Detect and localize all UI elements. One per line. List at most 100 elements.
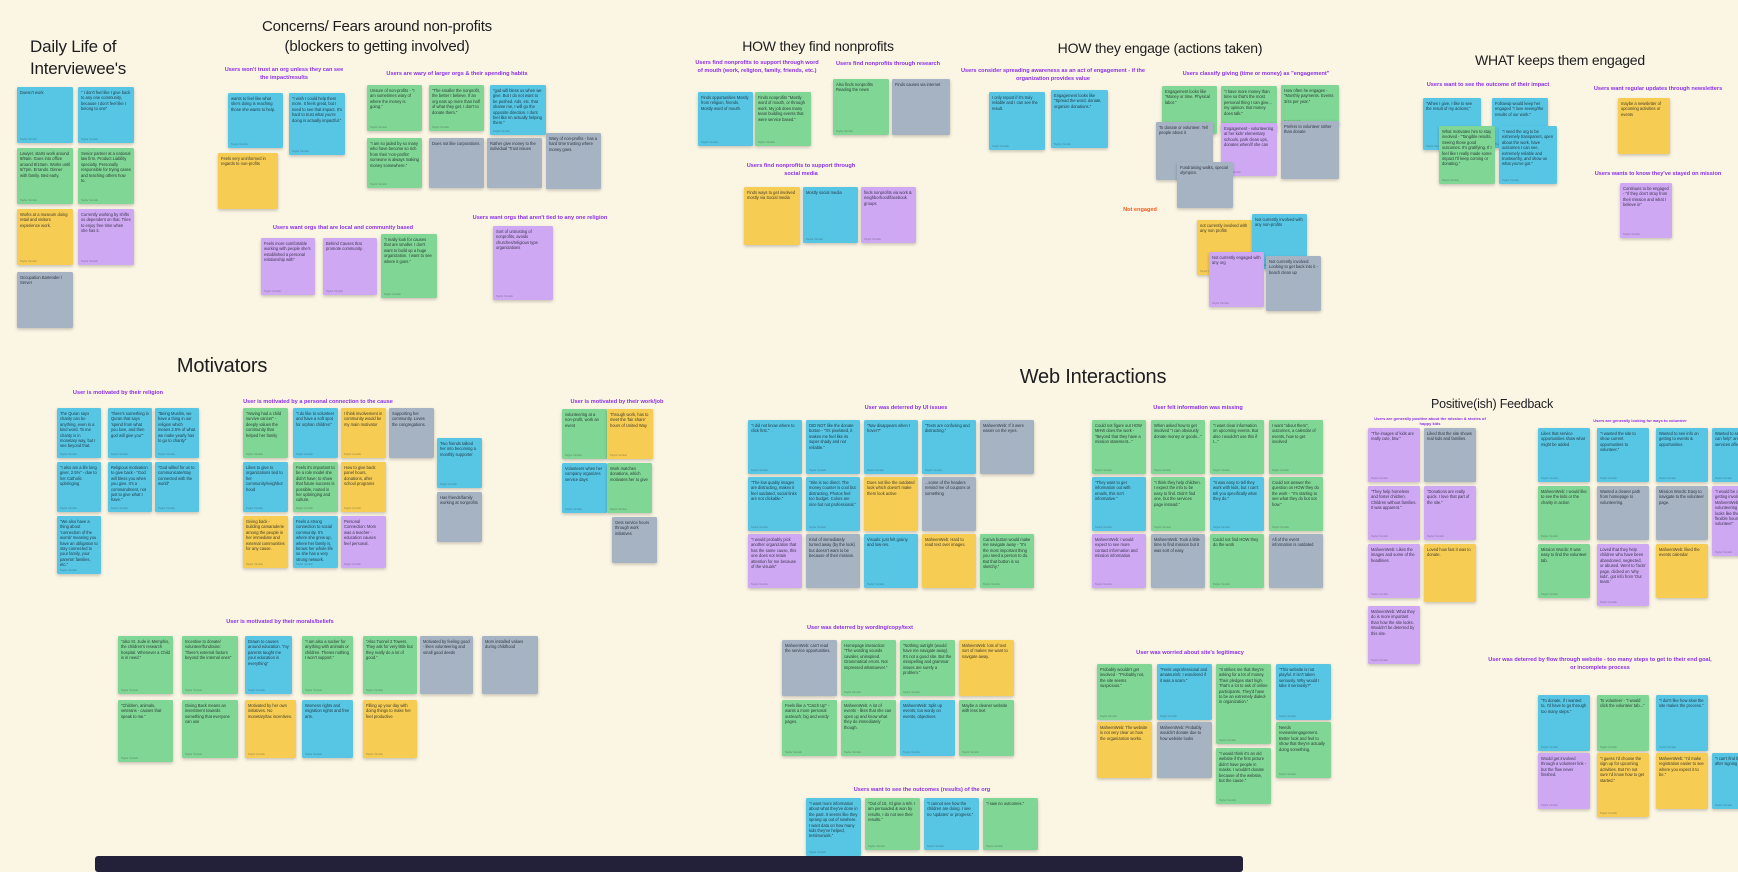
sticky-note[interactable]: Engagement - volunteering at her kids' e… (1221, 123, 1277, 176)
sticky-note[interactable]: "I cannot see how the children are doing… (924, 798, 979, 850)
group-label-m-g4[interactable]: User is motivated by their morals/belief… (226, 619, 334, 625)
sticky-note[interactable]: When asked how to get involved "I can ob… (1151, 420, 1205, 474)
group-label-k-g1[interactable]: Users want to see the outcome of their i… (1426, 82, 1550, 88)
sticky-note[interactable]: "I saw no outcomes."Taylor Oonick (983, 798, 1038, 850)
sticky-note[interactable]: "Having had a child survive cancer" - de… (243, 408, 288, 458)
sticky-note[interactable]: "I wish I could help them more. It feels… (289, 93, 345, 155)
sticky-note[interactable]: ...some of the headers remind me of coup… (922, 477, 976, 531)
sticky-note[interactable]: Feels like a "Catch Up" - wants a more p… (782, 700, 837, 756)
sticky-note[interactable]: Mission Words: It was easy to find the v… (1538, 544, 1590, 598)
sticky-note[interactable]: How to give back: panel hours, donations… (341, 462, 386, 512)
sticky-note[interactable]: Through work, has to meet the 'fair shar… (607, 409, 653, 459)
sticky-note[interactable]: MaheenWeb: Took a little time to find mi… (1151, 534, 1205, 588)
group-label-p-g2[interactable]: Users are generally looking for ways to … (1593, 418, 1687, 423)
sticky-note[interactable]: "I want more information about what they… (806, 798, 861, 856)
sticky-note[interactable]: The Quran says charity can be anything, … (57, 408, 101, 458)
section-title-motivators[interactable]: Motivators (176, 355, 268, 377)
group-label-e-g2[interactable]: Users classify giving (time or money) as… (1182, 71, 1330, 77)
sticky-note[interactable]: MaheenWeb: I would expect to see more co… (1092, 534, 1146, 588)
sticky-note[interactable]: "To donate, if I wanted to, I'd have to … (1538, 695, 1590, 751)
group-label-k-g3[interactable]: Users wants to know they've stayed on mi… (1594, 171, 1722, 177)
sticky-note[interactable]: "Children, animals, veterans - causes th… (118, 700, 173, 762)
group-label-p-g3[interactable]: User was deterred by flow through websit… (1488, 657, 1712, 671)
sticky-note[interactable]: "The smaller the nonprofit, the better I… (429, 85, 484, 131)
sticky-note[interactable]: "I would probably pick another organizat… (748, 534, 802, 588)
group-label-p-g1[interactable]: Users are generally positive about the m… (1374, 416, 1486, 427)
group-label-w-g2[interactable]: User felt information was missing (1153, 405, 1243, 411)
group-label-e-g1[interactable]: Users consider spreading awareness as an… (960, 68, 1146, 82)
sticky-note[interactable]: Two friends talked her into becoming a m… (437, 438, 482, 488)
sticky-note[interactable]: "Site is too direct. The money counter i… (806, 477, 860, 531)
sticky-note[interactable]: "Out of 10, I'd give a 6/8. I am persuad… (865, 798, 920, 850)
sticky-note[interactable]: Incentive to donate/ volunteer/fundraise… (182, 636, 238, 694)
group-label-c-g1[interactable]: Users won't trust an org unless they can… (224, 67, 344, 81)
sticky-note[interactable]: To volunteer - "I would click the volunt… (1597, 695, 1649, 751)
sticky-note[interactable]: Visuals: just felt grainy and low-res.Ta… (864, 534, 918, 588)
section-title-web-interactions[interactable]: Web Interactions (1019, 366, 1167, 388)
sticky-note[interactable]: Fundraising walks, special olympics. (1177, 162, 1233, 208)
sticky-note[interactable]: "also St. Jude in Memphis, the children'… (118, 636, 173, 694)
sticky-note[interactable]: MaheenWeb: A lot of events - likes that … (841, 700, 896, 756)
section-title-concerns[interactable]: Concerns/ Fears around non-profits (bloc… (262, 18, 492, 55)
sticky-note[interactable]: "Being Muslim, we have a thing in our re… (155, 408, 199, 458)
sticky-note[interactable]: Giving Back means an investment towards … (182, 700, 238, 758)
sticky-note[interactable]: Does not like the outdated look which do… (864, 477, 918, 531)
sticky-note[interactable]: Loved how fast it was to donate. (1424, 544, 1476, 602)
group-label-w-g4[interactable]: User was worried about site's legitimacy (1136, 650, 1244, 656)
sticky-note[interactable]: "I am also a sucker for anything with an… (302, 636, 353, 694)
sticky-note[interactable]: Finds nonprofits "Mostly word of mouth, … (755, 92, 811, 146)
section-title-how-find[interactable]: HOW they find nonprofits (742, 38, 894, 54)
sticky-note[interactable]: "It was easy to tell they work with kids… (1210, 477, 1264, 531)
sticky-note[interactable]: Does not like corporations. (429, 138, 484, 188)
sticky-note[interactable]: Not currently involved. Looking to get b… (1266, 256, 1321, 311)
sticky-note[interactable]: "They want to get information out with e… (1092, 477, 1146, 531)
sticky-note[interactable]: "I do like to volunteer and have a soft … (293, 408, 338, 458)
sticky-note[interactable]: Religious motivation to give back - "God… (108, 462, 152, 512)
sticky-note[interactable]: Occupation Bartender / Server (17, 272, 73, 328)
sticky-note[interactable]: Filling up your day with doing things to… (363, 700, 417, 758)
group-label-f-g1[interactable]: Users find nonprofits to support through… (695, 60, 819, 74)
group-label-w-g5[interactable]: Users want to see the outcomes (results)… (853, 787, 991, 793)
sticky-note[interactable]: Wary of non-profits - has a hard time tr… (546, 133, 601, 189)
sticky-note[interactable]: MaheenWeb: I would like to see the kids … (1538, 486, 1590, 540)
sticky-note[interactable]: Currently working by shifts so dependent… (78, 209, 134, 265)
sticky-note[interactable]: Feels a strong connection to social comm… (293, 516, 338, 568)
group-label-c-g2[interactable]: Users are wary of larger orgs & their sp… (386, 71, 528, 77)
sticky-note[interactable]: "The images of kids are really cute, btw… (1368, 428, 1420, 482)
sticky-note[interactable]: Motivated by her own initiatives. No mon… (245, 700, 296, 758)
group-label-c-g3[interactable]: Users want orgs that are local and commu… (272, 225, 414, 231)
sticky-note[interactable]: "They help homeless and foster children.… (1368, 486, 1420, 540)
sticky-note[interactable]: Liked that the site shows real kids and … (1424, 428, 1476, 482)
sticky-note[interactable]: Mom installed values during childhood (482, 636, 538, 694)
sticky-note[interactable]: Works at a museum doing retail and visit… (17, 209, 73, 265)
sticky-note[interactable]: Volunteers when her company organizes se… (562, 463, 607, 513)
sticky-note[interactable]: Feels more comfortable working with peop… (261, 238, 315, 295)
sticky-note[interactable]: "I don't like how slow the site makes th… (1656, 695, 1708, 751)
sticky-note[interactable]: How often he engages - "Monthly payments… (1281, 85, 1339, 125)
sticky-note[interactable]: I think involvement in community would b… (341, 408, 386, 458)
sticky-note[interactable]: MaheenWeb: Probably wouldn't donate due … (1157, 722, 1212, 778)
sticky-note[interactable]: Behind Causes that promote community.Tay… (323, 238, 377, 295)
sticky-note[interactable]: "Also Tunnel 2 Towers. They ask for very… (363, 636, 417, 694)
sticky-note[interactable]: Work matches donations, which motivates … (607, 463, 652, 513)
sticky-note[interactable]: "The low quality images are distracting,… (748, 477, 802, 531)
sticky-note[interactable]: MaheenWeb: The website is not very clear… (1097, 722, 1152, 778)
group-label-m-g3[interactable]: User is motivated by their work/job (570, 399, 664, 405)
group-label-m-g1[interactable]: User is motivated by their religion (72, 390, 164, 396)
sticky-note[interactable]: "I guess I'd choose the sign up for upco… (1597, 753, 1649, 817)
sticky-note[interactable]: Mission Words: Easy to navigate to the v… (1656, 486, 1708, 540)
sticky-note[interactable]: MaheenWeb: can't read the service opport… (782, 640, 837, 696)
sticky-note[interactable]: "I need the org to be extremely transpar… (1499, 126, 1557, 184)
sticky-note[interactable]: DID NOT like the donate button - "It's p… (806, 420, 860, 474)
sticky-note[interactable]: "I am so jaded by so many who have becom… (367, 138, 422, 188)
sticky-note[interactable]: MaheenWeb: Split up events; too wordy on… (900, 700, 955, 756)
section-title-positive-feedback[interactable]: Positive(ish) Feedback (1430, 397, 1554, 411)
sticky-note[interactable]: Unsure of non-profits - "I am sometimes … (367, 85, 422, 131)
sticky-note[interactable]: Has friends/family working at nonprofits (437, 492, 482, 542)
sticky-note[interactable]: Finds ways to get involved mostly via So… (744, 187, 800, 245)
sticky-note[interactable]: maybe a newsletter of upcoming activitie… (1618, 98, 1670, 154)
